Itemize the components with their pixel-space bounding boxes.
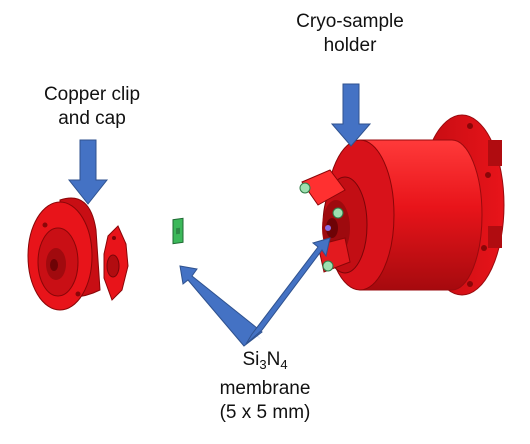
formula-el2: N [267, 349, 281, 370]
si3n4-membrane [173, 218, 183, 243]
membrane-formula: Si3N4 [190, 348, 340, 377]
formula-sub2: 4 [280, 357, 287, 372]
label-si3n4-membrane: Si3N4 membrane (5 x 5 mm) [190, 348, 340, 425]
label-cryo-sample-holder: Cryo-sample holder [270, 10, 430, 58]
formula-el1: Si [242, 349, 259, 370]
copper-clip [104, 226, 128, 300]
copper-cap [28, 198, 100, 310]
label-clip-line1: Copper clip [22, 83, 162, 107]
arrow-to-holder [332, 84, 370, 146]
cryo-sample-holder [300, 115, 504, 295]
arrow-to-clip [69, 140, 107, 204]
label-clip-line2: and cap [22, 107, 162, 131]
formula-sub1: 3 [259, 357, 266, 372]
label-holder-line1: Cryo-sample [270, 10, 430, 34]
label-membrane-line3: (5 x 5 mm) [190, 401, 340, 425]
v-arrow-to-membrane [180, 238, 330, 346]
label-holder-line2: holder [270, 34, 430, 58]
label-copper-clip-cap: Copper clip and cap [22, 83, 162, 131]
label-membrane-line2: membrane [190, 377, 340, 401]
